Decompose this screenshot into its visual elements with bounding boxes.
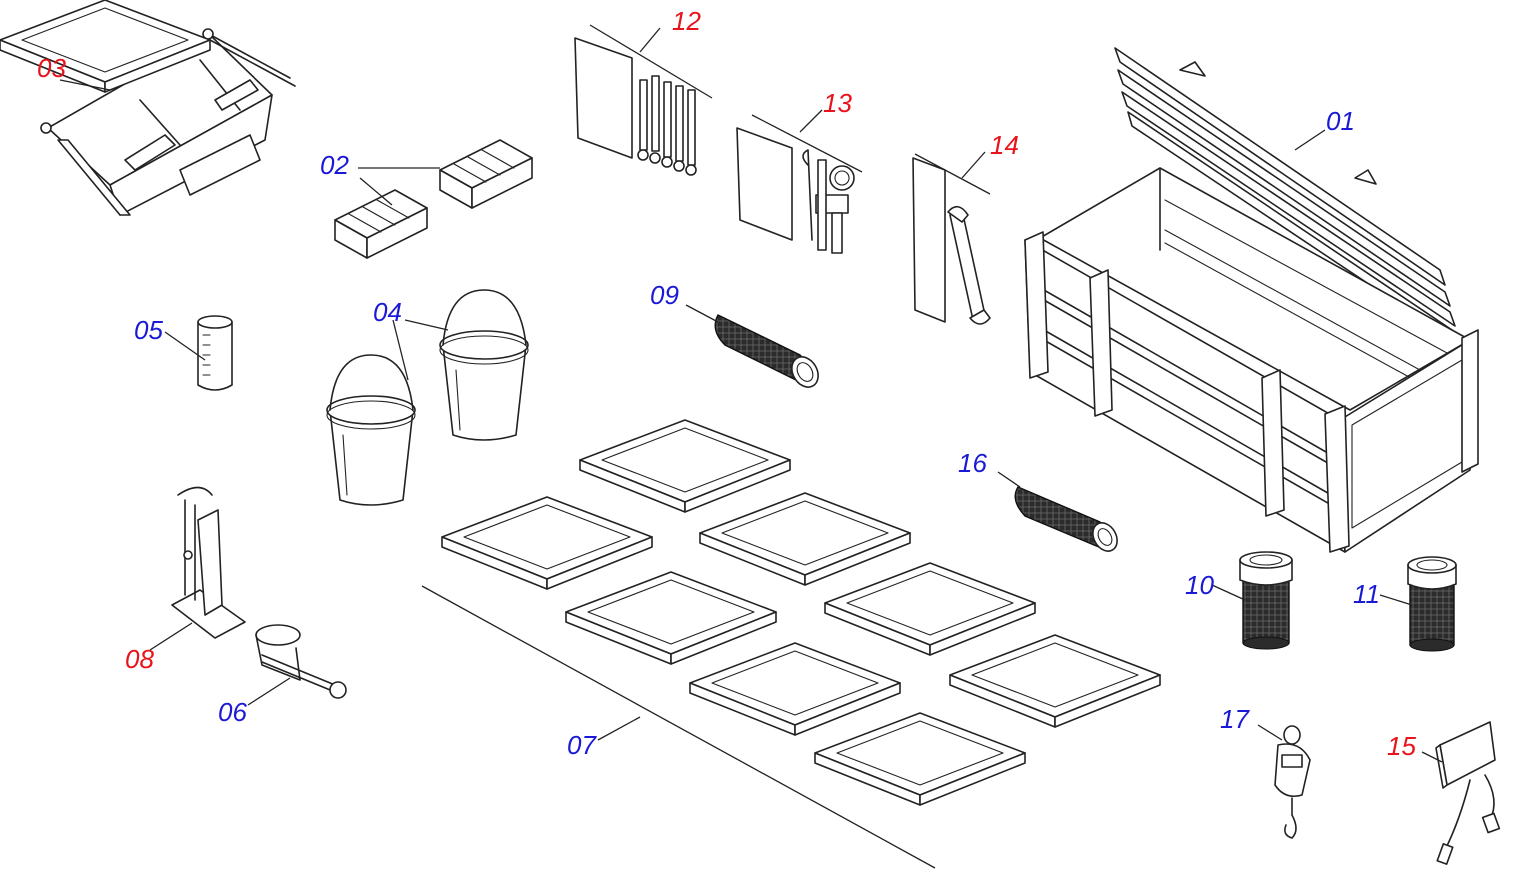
label-04: 04 [373,297,402,327]
slotted-blocks-drawing [334,139,533,259]
label-12: 12 [672,6,701,36]
label-03: 03 [37,53,66,83]
buckets-drawing [326,289,529,506]
label-15: 15 [1387,731,1416,761]
label-09: 09 [650,280,679,310]
filter-cartridge-10-drawing [1239,551,1293,650]
label-16: 16 [958,448,987,478]
label-14: 14 [990,130,1019,160]
filter-element-16-drawing [1014,486,1118,552]
label-07: 07 [567,730,597,760]
label-08: 08 [125,644,154,674]
funnel-stand-drawing [171,486,246,639]
sample-holder-drawing [255,624,347,699]
control-box-drawing [1435,721,1501,865]
filter-cartridge-11-drawing [1407,556,1457,652]
label-01: 01 [1326,106,1355,136]
filter-element-09-drawing [714,314,819,388]
label-11: 11 [1353,579,1380,609]
label-06: 06 [218,697,247,727]
wooden-crate-drawing [1024,47,1479,553]
label-17: 17 [1220,704,1250,734]
gauge-kit-drawing [736,114,863,254]
leader-lines [59,27,1443,763]
label-02: 02 [320,150,349,180]
label-10: 10 [1185,570,1214,600]
hanging-scale-drawing [1274,725,1311,839]
trays-drawing [0,0,1161,869]
bolt-kit-drawing [574,24,713,176]
graduated-cylinder-drawing [197,315,233,391]
part-labels: 01 02 03 04 05 06 07 08 09 10 11 12 13 1… [37,6,1416,761]
label-05: 05 [134,315,163,345]
wrench-kit-drawing [912,153,991,325]
label-13: 13 [823,88,852,118]
